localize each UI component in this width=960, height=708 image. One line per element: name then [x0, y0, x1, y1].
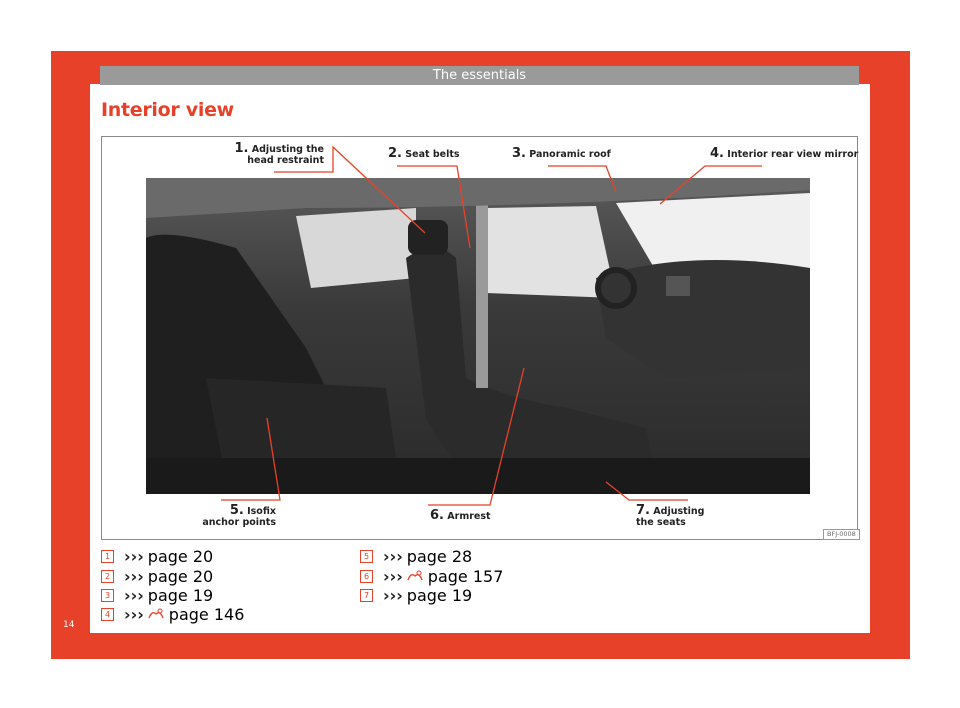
callout-number: 6.: [430, 508, 444, 523]
interior-photo: [146, 178, 810, 494]
callout-number: 4.: [710, 146, 724, 161]
callout-text: Interior rear view mirror: [727, 149, 859, 160]
callout-number: 1.: [234, 141, 249, 156]
reference-text: page 146: [168, 604, 245, 624]
callout-text: head restraint: [247, 155, 324, 166]
page-number: 14: [63, 620, 75, 630]
callout-6: 6. Armrest: [430, 508, 491, 523]
reference-item[interactable]: 3 ››› page 19: [101, 585, 214, 605]
reference-item[interactable]: 4 ››› page 146: [101, 604, 245, 624]
car-interior-illustration: [146, 178, 810, 494]
callout-1: 1. Adjusting the head restraint: [230, 141, 324, 166]
callout-7: 7. Adjusting the seats: [636, 503, 705, 528]
arrows-icon: ›››: [124, 585, 144, 605]
callout-number: 2.: [388, 146, 402, 161]
arrows-icon: ›››: [383, 546, 403, 566]
callout-text: anchor points: [202, 517, 276, 528]
figure-code: BFJ-0008: [823, 529, 860, 540]
reference-number-badge: 1: [101, 549, 114, 563]
callout-number: 7.: [636, 503, 650, 518]
section-header: The essentials: [100, 66, 859, 85]
arrows-icon: ›››: [124, 604, 144, 624]
arrows-icon: ›››: [124, 546, 144, 566]
reference-item[interactable]: 1 ››› page 20: [101, 546, 214, 566]
reference-text: page 19: [147, 585, 214, 605]
page-title: Interior view: [101, 99, 234, 121]
callout-5: 5. Isofix anchor points: [196, 503, 276, 528]
reference-text: page 157: [427, 566, 504, 586]
book-icon: [148, 605, 164, 624]
callout-text: Panoramic roof: [529, 149, 611, 160]
arrows-icon: ›››: [383, 585, 403, 605]
callout-text: the seats: [636, 517, 686, 528]
callout-text: Isofix: [247, 506, 276, 517]
reference-item[interactable]: 6 ››› page 157: [360, 566, 504, 586]
arrows-icon: ›››: [383, 566, 403, 586]
reference-number-badge: 4: [101, 607, 114, 621]
reference-item[interactable]: 5 ››› page 28: [360, 546, 473, 566]
callout-text: Seat belts: [405, 149, 460, 160]
reference-number-badge: 5: [360, 549, 373, 563]
reference-text: page 19: [406, 585, 473, 605]
reference-text: page 28: [406, 546, 473, 566]
callout-text: Adjusting: [653, 506, 705, 517]
reference-item[interactable]: 2 ››› page 20: [101, 566, 214, 586]
callout-3: 3. Panoramic roof: [512, 146, 611, 161]
reference-text: page 20: [147, 566, 214, 586]
reference-number-badge: 7: [360, 588, 373, 602]
callout-text: Armrest: [447, 511, 491, 522]
callout-text: Adjusting the: [251, 144, 324, 155]
reference-number-badge: 2: [101, 569, 114, 583]
reference-text: page 20: [147, 546, 214, 566]
reference-number-badge: 6: [360, 569, 373, 583]
callout-4: 4. Interior rear view mirror: [710, 146, 859, 161]
callout-number: 3.: [512, 146, 526, 161]
reference-item[interactable]: 7 ››› page 19: [360, 585, 473, 605]
arrows-icon: ›››: [124, 566, 144, 586]
book-icon: [407, 567, 423, 586]
reference-number-badge: 3: [101, 588, 114, 602]
callout-2: 2. Seat belts: [388, 146, 460, 161]
callout-number: 5.: [229, 503, 244, 518]
